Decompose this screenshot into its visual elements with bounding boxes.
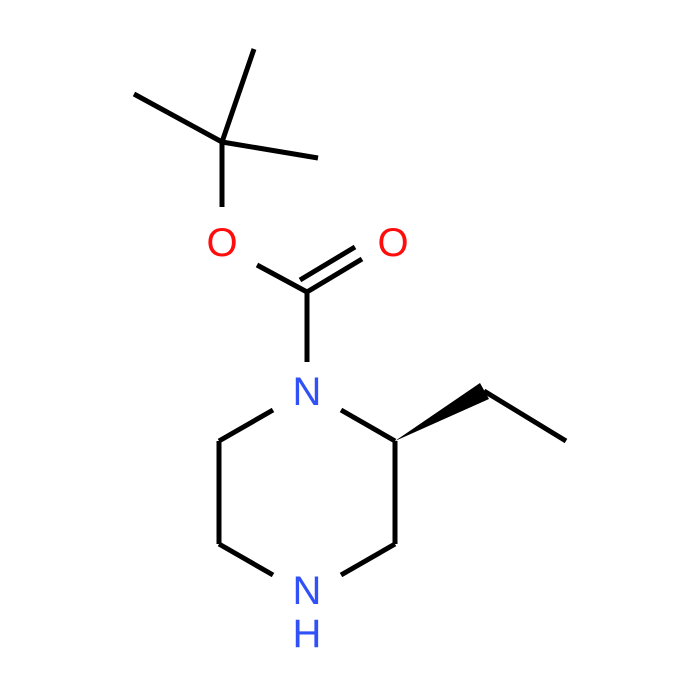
bond-tbu-methyl-top (219, 48, 257, 143)
bond-tbu-methyl-left (132, 91, 224, 145)
bond-tbu-methyl-right (221, 139, 319, 161)
atom-nitrogen-carbamate: N (293, 370, 322, 414)
bond-oxygen-to-carbonyl-carbon (255, 262, 309, 295)
atom-hydrogen-amine: H (293, 612, 322, 656)
atom-oxygen-ether: O (206, 221, 237, 265)
atom-oxygen-carbonyl: O (377, 221, 408, 265)
wedge-bond-stereocenter (395, 383, 489, 441)
bond-ring-c2-n1 (339, 407, 397, 444)
atom-nitrogen-amine: N (293, 569, 322, 613)
bond-ring-n1-c6 (217, 407, 275, 444)
bond-ethyl-terminal (482, 388, 568, 444)
bond-ring-n4-c3 (339, 541, 397, 578)
bond-carbonyl-double-inner (298, 244, 357, 283)
bond-ring-c5-n4 (217, 541, 275, 578)
bond-carbonyl-double-outer (305, 256, 364, 295)
